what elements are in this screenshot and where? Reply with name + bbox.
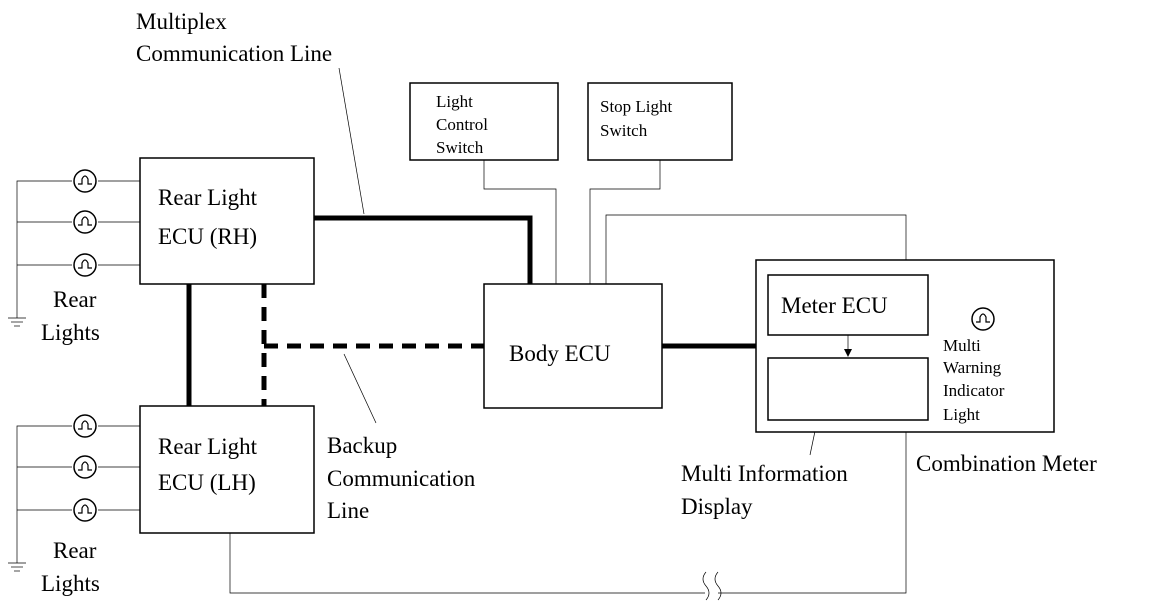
stop-light-switch-box	[587, 82, 733, 161]
warning-light-bulb-icon	[971, 307, 995, 331]
multi-info-display-box	[767, 357, 929, 421]
rear-light-ecu-rh-box	[139, 157, 315, 285]
bulb-icon	[73, 253, 97, 277]
wire-break-mark	[702, 571, 722, 601]
body-ecu-box	[483, 283, 663, 409]
ground-symbol-bottom	[8, 562, 26, 572]
multiplex-line-label: Multiplex Communication Line	[136, 9, 332, 66]
bulb-icon	[73, 455, 97, 479]
multiplex-lines	[186, 215, 756, 406]
thin-wires	[16, 160, 1037, 594]
bulb-icon	[73, 169, 97, 193]
combination-meter-label: Combination Meter	[916, 451, 1097, 476]
bulb-icon	[73, 210, 97, 234]
meter-to-display-arrow	[844, 335, 852, 357]
meter-ecu-label: Meter ECU	[781, 293, 888, 318]
ground-symbol-top	[8, 317, 26, 327]
multi-info-display-label: Multi Information Display	[681, 461, 853, 519]
multi-warning-light-label: Multi Warning Indicator Light	[943, 336, 1009, 424]
rear-lights-label-bottom: Rear Lights	[41, 538, 102, 596]
multiplex-leader-line	[338, 67, 365, 215]
rear-lights-label-top: Rear Lights	[41, 287, 102, 345]
bulb-icon	[73, 414, 97, 438]
backup-line-label: Backup Communication Line	[327, 433, 481, 523]
light-control-switch-box	[409, 82, 559, 161]
rear-light-ecu-lh-box	[139, 405, 315, 534]
meter-ecu-box	[767, 274, 929, 336]
backup-lines	[261, 284, 484, 406]
backup-leader-line	[343, 353, 377, 424]
rear-light-ecu-lh-label: Rear Light ECU (LH)	[158, 434, 263, 495]
light-control-switch-label: Light Control Switch	[436, 92, 492, 157]
stop-light-switch-label: Stop Light Switch	[600, 97, 677, 140]
body-ecu-label: Body ECU	[509, 341, 611, 366]
bulb-icon	[73, 498, 97, 522]
rear-light-ecu-rh-label: Rear Light ECU (RH)	[158, 185, 263, 249]
